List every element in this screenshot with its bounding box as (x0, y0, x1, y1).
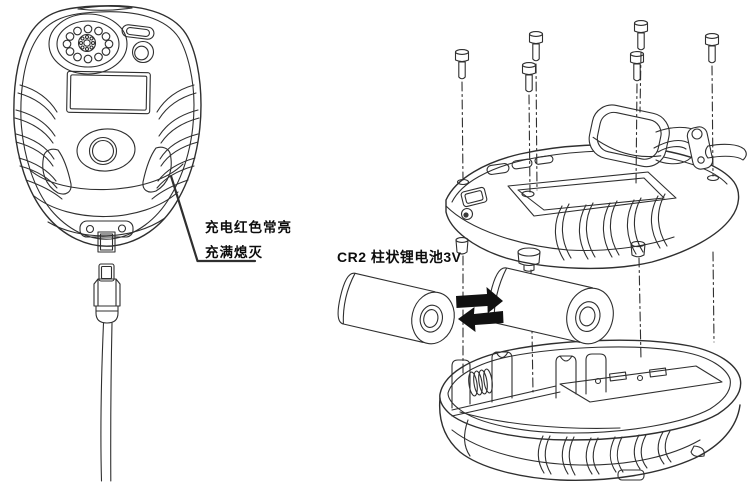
bottom-shell-wall (440, 398, 740, 480)
clip-wire-loop (706, 144, 747, 160)
arrow-left-icon (458, 307, 504, 332)
display-window (67, 71, 151, 113)
top-lip (78, 6, 132, 10)
bottom-shell-ribs (538, 431, 671, 475)
device-body-inner-line (21, 12, 194, 240)
battery-left (335, 271, 460, 348)
usb-port[interactable] (80, 221, 133, 252)
arrow-right-icon (456, 287, 503, 313)
battery-spring (467, 369, 493, 397)
status-window (461, 187, 488, 207)
foot-tab (618, 470, 644, 480)
right-grip-ribs (152, 85, 199, 199)
speaker-grille (49, 14, 127, 74)
left-grip-ribs (15, 85, 62, 199)
lower-body-seams (30, 147, 183, 236)
bottom-shell (440, 340, 741, 480)
screw (530, 32, 543, 61)
screws (456, 21, 719, 92)
charging-callout-line (171, 176, 255, 261)
foot-nub (691, 446, 704, 457)
top-shell (446, 101, 746, 271)
battery-right (484, 266, 618, 349)
screw (631, 52, 644, 81)
bottom-shell-rim (440, 340, 741, 440)
usb-cable (101, 323, 112, 481)
screw (523, 63, 536, 92)
power-button[interactable] (133, 42, 154, 63)
screw-holes (458, 176, 719, 197)
device-body-outline (14, 6, 201, 247)
screw (635, 21, 648, 50)
screw-guide-lines (462, 53, 713, 192)
battery-compartment (452, 352, 620, 428)
top-shell-ribs (555, 194, 667, 260)
charging-note-line1: 充电红色常亮 (205, 220, 292, 235)
battery-type-label: CR2 柱状锂电池3V (337, 249, 462, 265)
screw (456, 50, 469, 79)
screw (706, 34, 719, 63)
screw-bosses (456, 238, 645, 272)
led-slot (121, 24, 154, 40)
device-front-view (14, 6, 255, 481)
belt-clip (585, 101, 746, 170)
usb-cable-plug[interactable] (94, 264, 120, 323)
exploded-view (335, 21, 747, 481)
sos-button[interactable] (76, 127, 137, 173)
top-shell-outline (446, 145, 739, 269)
charging-note-line2: 充满熄灭 (205, 245, 263, 260)
shell-button (462, 209, 473, 220)
swap-arrows (456, 287, 504, 332)
interior-platform (560, 366, 722, 402)
